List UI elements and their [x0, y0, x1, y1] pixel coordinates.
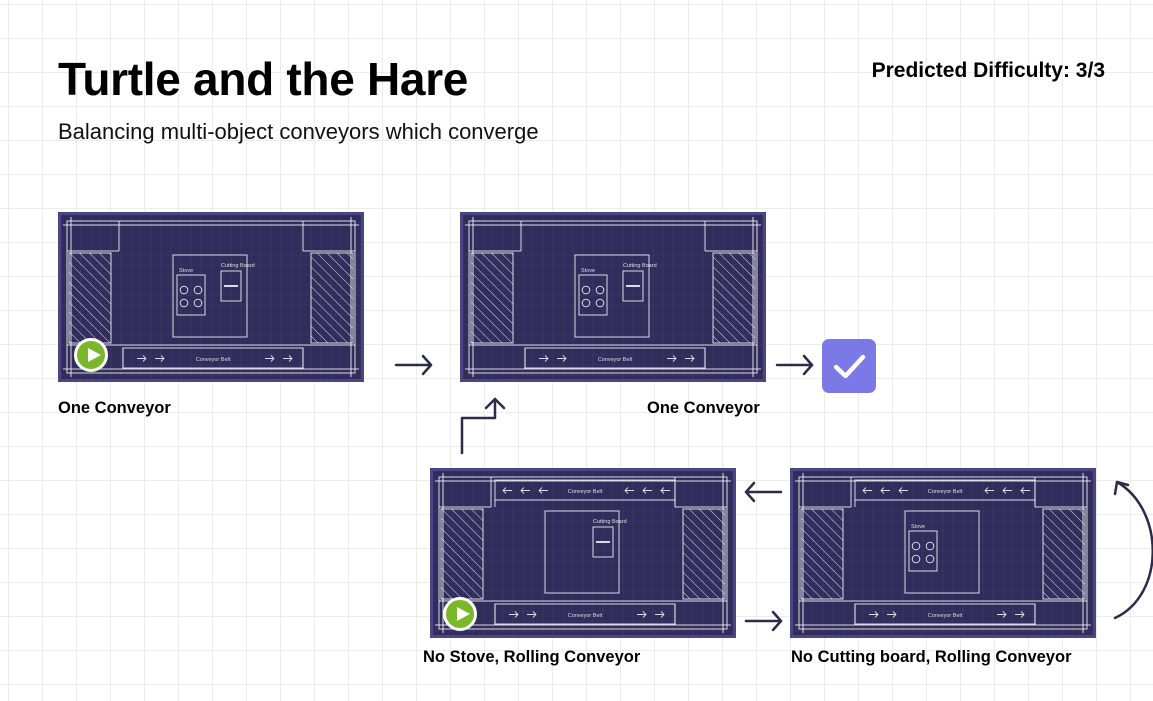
arrow-right-icon [775, 354, 814, 376]
conveyor-belt-label: Conveyor Belt [598, 357, 633, 363]
stove-label: Stove [581, 268, 595, 274]
conveyor-belt-label: Conveyor Belt [568, 489, 603, 495]
layout-caption-no-cutting-board-rolling: No Cutting board, Rolling Conveyor [791, 648, 1072, 666]
arrow-turn-up-right-icon [460, 397, 506, 455]
arrow-left-icon [744, 481, 783, 503]
conveyor-belt-label: Conveyor Belt [568, 613, 603, 619]
arrow-right-icon [394, 354, 433, 376]
cutting-board-label: Cutting Board [623, 263, 657, 269]
arrow-loop-icon [1113, 480, 1153, 620]
cutting-board-label: Cutting Board [221, 263, 255, 269]
layout-caption-no-stove-rolling: No Stove, Rolling Conveyor [423, 648, 641, 666]
conveyor-belt-label: Conveyor Belt [196, 357, 231, 363]
play-icon[interactable] [74, 338, 108, 372]
layout-caption-one-conveyor-goal: One Conveyor [647, 399, 760, 417]
play-icon[interactable] [443, 597, 477, 631]
arrow-right-icon [744, 610, 783, 632]
cutting-board-label: Cutting Board [593, 519, 627, 525]
page-subtitle: Balancing multi-object conveyors which c… [58, 119, 539, 144]
difficulty-label: Predicted Difficulty: 3/3 [871, 59, 1105, 82]
conveyor-belt-label: Conveyor Belt [928, 489, 963, 495]
checkmark-icon [822, 339, 876, 393]
stove-label: Stove [911, 524, 925, 530]
conveyor-belt-label: Conveyor Belt [928, 613, 963, 619]
page-title: Turtle and the Hare [58, 53, 469, 105]
stove-label: Stove [179, 268, 193, 274]
layout-caption-one-conveyor-start: One Conveyor [58, 399, 171, 417]
